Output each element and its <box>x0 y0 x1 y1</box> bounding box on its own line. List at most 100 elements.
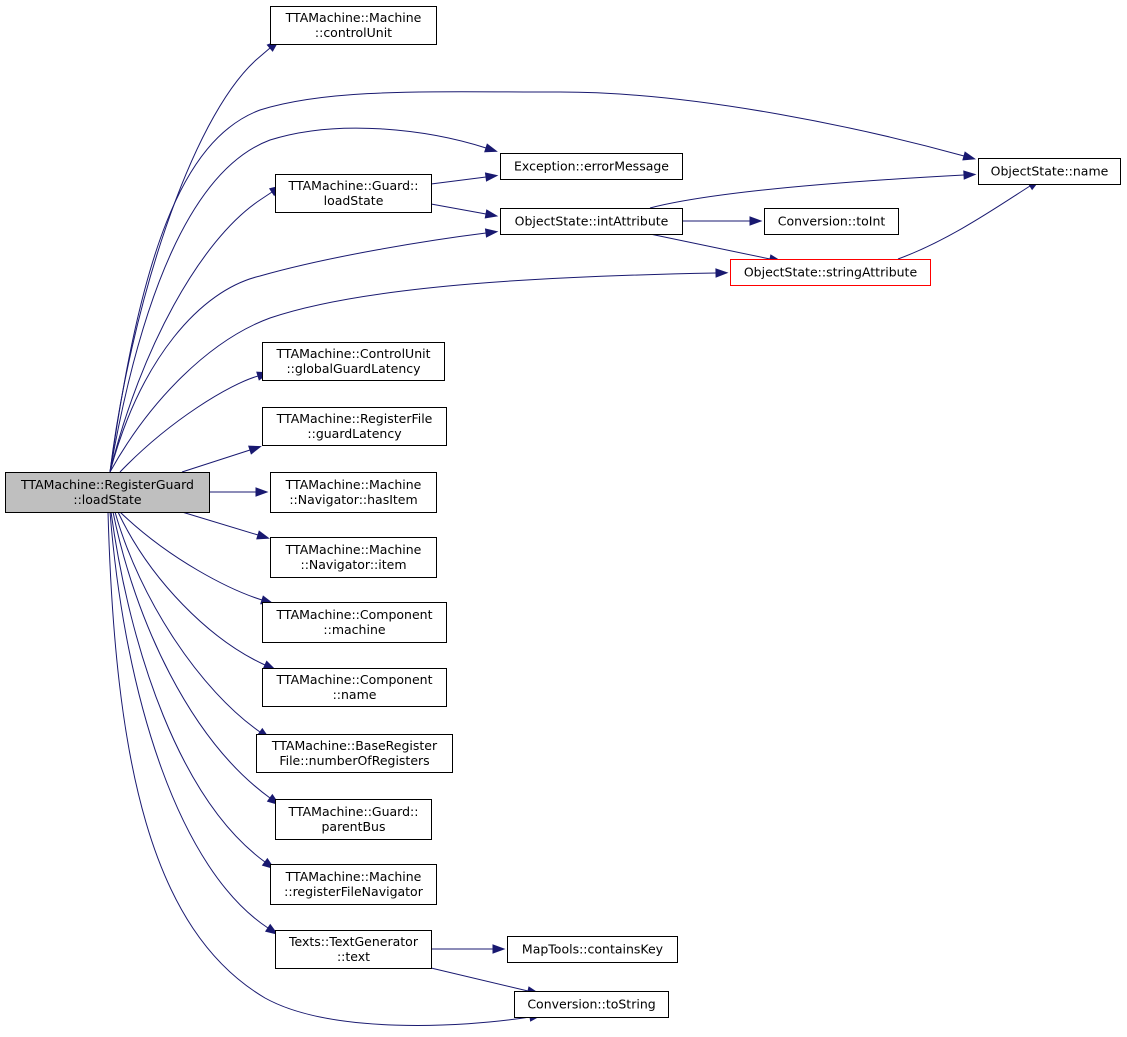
node-box <box>270 472 437 513</box>
node-box <box>262 407 447 446</box>
node-label-line: ::Navigator::hasItem <box>289 492 417 507</box>
node-controlunit-globalGuardLatency[interactable]: TTAMachine::ControlUnit::globalGuardLate… <box>262 342 445 381</box>
node-objectstate-intAttribute[interactable]: ObjectState::intAttribute <box>500 208 683 235</box>
node-label-line: TTAMachine::Machine <box>285 869 422 884</box>
arrowhead-objectstate_name <box>963 170 977 180</box>
node-box <box>270 864 437 905</box>
edge-root-to-baseregisterfile_numberOfRegisters <box>114 511 261 733</box>
node-navigator-hasItem[interactable]: TTAMachine::Machine::Navigator::hasItem <box>270 472 437 513</box>
node-component-name[interactable]: TTAMachine::Component::name <box>262 668 447 707</box>
edge-root-to-machine_controlUnit <box>109 47 271 473</box>
node-guard-loadState[interactable]: TTAMachine::Guard::loadState <box>275 174 432 213</box>
node-label-line: TTAMachine::Machine <box>285 477 422 492</box>
node-exception-errorMessage[interactable]: Exception::errorMessage <box>500 153 683 180</box>
edge-objectstate_stringAttribute-to-objectstate_name <box>897 185 1031 260</box>
arrowhead-exception_errorMessage <box>484 172 499 182</box>
edge-root-to-objectstate_intAttribute <box>109 232 487 473</box>
edge-guard_loadState-to-objectstate_intAttribute <box>430 203 487 215</box>
node-objectstate-stringAttribute[interactable]: ObjectState::stringAttribute <box>730 259 931 286</box>
node-label-line: TTAMachine::Machine <box>285 10 422 25</box>
node-box <box>262 602 447 643</box>
node-box <box>500 153 683 180</box>
arrowhead-objectstate_name <box>962 151 977 161</box>
arrowhead-objectstate_intAttribute <box>484 209 499 219</box>
edge-root-to-exception_errorMessage <box>109 127 487 473</box>
node-label-line: ::machine <box>323 622 385 637</box>
node-label-line: TTAMachine::ControlUnit <box>275 346 430 361</box>
node-label-line: Conversion::toString <box>527 997 655 1012</box>
node-box <box>275 930 432 969</box>
node-label-line: TTAMachine::Guard:: <box>288 804 419 819</box>
node-box <box>764 208 899 235</box>
node-label-line: parentBus <box>322 819 386 834</box>
node-box <box>275 799 432 840</box>
node-textgenerator-text[interactable]: Texts::TextGenerator::text <box>275 930 432 969</box>
arrowhead-navigator_hasItem <box>255 487 269 497</box>
node-label-line: File::numberOfRegisters <box>279 753 429 768</box>
node-label-line: TTAMachine::RegisterGuard <box>20 477 194 492</box>
node-machine-registerFileNavigator[interactable]: TTAMachine::Machine::registerFileNavigat… <box>270 864 437 905</box>
node-box <box>514 991 669 1018</box>
node-root[interactable]: TTAMachine::RegisterGuard::loadState <box>5 472 210 513</box>
node-box <box>262 668 447 707</box>
edge-root-to-controlunit_globalGuardLatency <box>119 375 259 473</box>
node-box <box>507 936 678 963</box>
call-edges <box>107 39 1041 1026</box>
node-label-line: ObjectState::stringAttribute <box>744 265 918 280</box>
node-label-line: ::registerFileNavigator <box>284 884 424 899</box>
arrowhead-objectstate_stringAttribute <box>715 268 729 278</box>
node-machine-controlUnit[interactable]: TTAMachine::Machine::controlUnit <box>270 6 437 45</box>
node-component-machine[interactable]: TTAMachine::Component::machine <box>262 602 447 643</box>
arrowhead-textgenerator_text <box>264 923 279 935</box>
node-box <box>500 208 683 235</box>
edge-root-to-navigator_item <box>181 511 259 536</box>
node-box <box>978 158 1121 185</box>
node-conversion-toInt[interactable]: Conversion::toInt <box>764 208 899 235</box>
edge-root-to-objectstate_stringAttribute <box>109 272 717 473</box>
edge-root-to-machine_registerFileNavigator <box>110 511 266 863</box>
node-label-line: Exception::errorMessage <box>514 159 669 174</box>
node-label-line: TTAMachine::BaseRegister <box>271 738 438 753</box>
edge-root-to-guard_parentBus <box>112 511 271 799</box>
node-label-line: ::guardLatency <box>307 426 402 441</box>
node-guard-parentBus[interactable]: TTAMachine::Guard::parentBus <box>275 799 432 840</box>
edge-root-to-component_machine <box>119 511 263 601</box>
edge-objectstate_intAttribute-to-objectstate_stringAttribute <box>649 233 771 260</box>
edge-root-to-textgenerator_text <box>109 511 269 929</box>
arrowhead-maptools_containsKey <box>492 944 506 954</box>
edge-root-to-guard_loadState <box>109 191 273 473</box>
node-label-line: Conversion::toInt <box>778 214 886 229</box>
node-box <box>5 472 210 513</box>
node-label-line: TTAMachine::Component <box>276 607 433 622</box>
node-label-line: Texts::TextGenerator <box>288 934 419 949</box>
arrowhead-registerfile_guardLatency <box>248 445 262 455</box>
node-label-line: ::Navigator::item <box>300 557 406 572</box>
node-maptools-containsKey[interactable]: MapTools::containsKey <box>507 936 678 963</box>
edge-guard_loadState-to-exception_errorMessage <box>430 176 487 185</box>
node-label-line: ObjectState::name <box>991 164 1109 179</box>
arrowhead-objectstate_intAttribute <box>484 228 499 238</box>
edge-root-to-registerfile_guardLatency <box>181 449 251 473</box>
node-label-line: TTAMachine::Machine <box>285 542 422 557</box>
arrowhead-exception_errorMessage <box>484 143 498 153</box>
node-conversion-toString[interactable]: Conversion::toString <box>514 991 669 1018</box>
node-label-line: ::controlUnit <box>315 25 392 40</box>
node-baseregisterfile-numberOfRegisters[interactable]: TTAMachine::BaseRegisterFile::numberOfRe… <box>256 734 453 773</box>
node-box <box>256 734 453 773</box>
node-label-line: ::loadState <box>73 492 142 507</box>
node-label-line: ::globalGuardLatency <box>286 361 421 376</box>
node-label-line: ObjectState::intAttribute <box>515 214 669 229</box>
node-box <box>270 6 437 45</box>
node-label-line: loadState <box>324 193 384 208</box>
edge-root-to-conversion_toString <box>107 511 531 1026</box>
node-navigator-item[interactable]: TTAMachine::Machine::Navigator::item <box>270 537 437 578</box>
edge-objectstate_intAttribute-to-objectstate_name <box>649 174 965 209</box>
arrowhead-navigator_item <box>256 530 270 540</box>
node-registerfile-guardLatency[interactable]: TTAMachine::RegisterFile::guardLatency <box>262 407 447 446</box>
edge-root-to-objectstate_name <box>109 91 965 473</box>
call-nodes: TTAMachine::RegisterGuard::loadStateTTAM… <box>5 6 1121 1018</box>
node-objectstate-name[interactable]: ObjectState::name <box>978 158 1121 185</box>
node-box <box>270 537 437 578</box>
node-box <box>730 259 931 286</box>
